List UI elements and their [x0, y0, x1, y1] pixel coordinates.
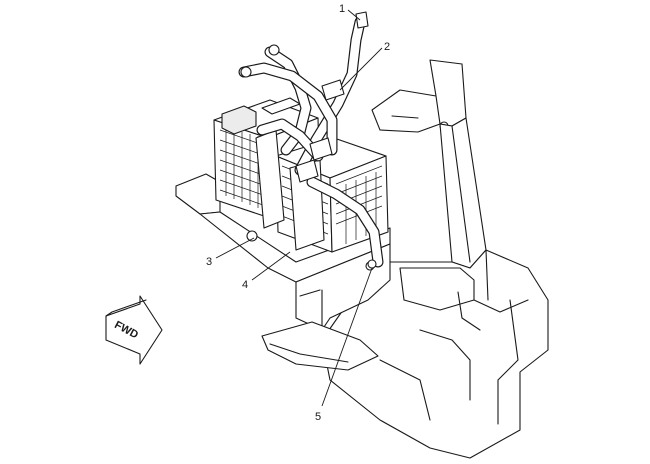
callout-4: 4 — [242, 279, 248, 291]
battery-tray — [175, 173, 391, 371]
battery-cables — [238, 11, 384, 269]
callout-leaders — [215, 9, 383, 407]
callout-2: 2 — [384, 41, 390, 53]
machine-frame — [321, 59, 549, 459]
callout-5: 5 — [315, 411, 321, 423]
callout-3: 3 — [206, 256, 212, 268]
callout-1: 1 — [339, 3, 345, 15]
forward-arrow-icon: FWD — [105, 295, 163, 365]
